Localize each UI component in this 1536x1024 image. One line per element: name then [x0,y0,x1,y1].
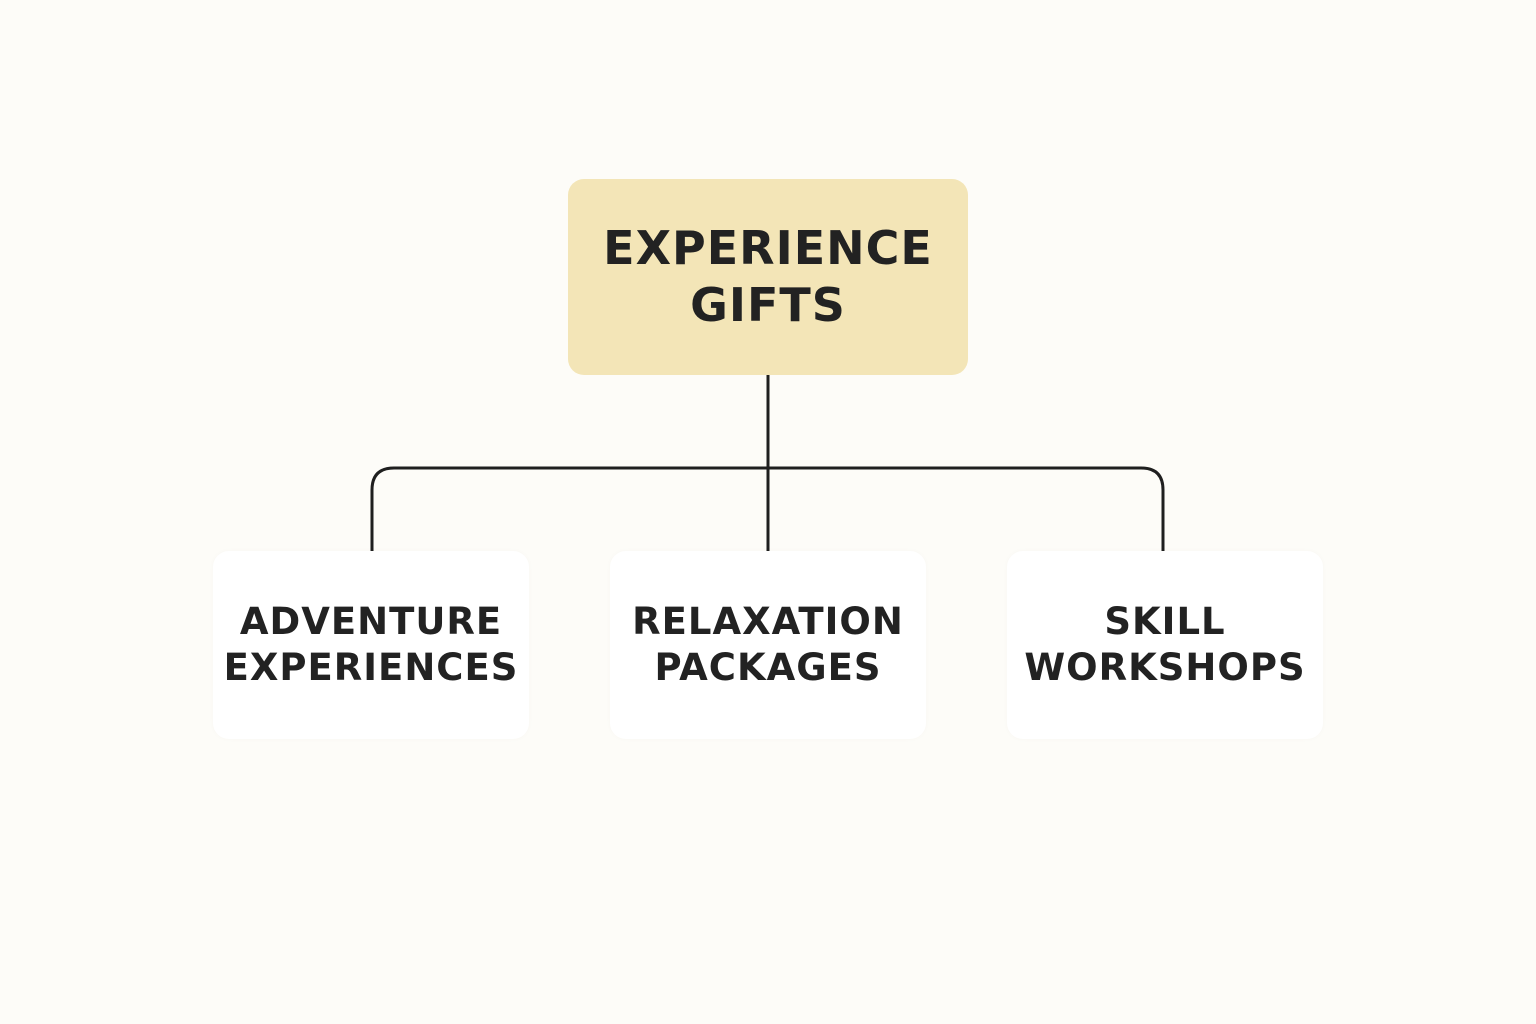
child-node-label: SKILL WORKSHOPS [1024,599,1305,691]
child-node-label: ADVENTURE EXPERIENCES [224,599,519,691]
child-node-skill: SKILL WORKSHOPS [1007,551,1323,739]
child-node-relaxation: RELAXATION PACKAGES [610,551,926,739]
child-node-label-line2: EXPERIENCES [223,646,519,689]
horizontal-branch-line [370,466,1165,553]
child-node-adventure: ADVENTURE EXPERIENCES [213,551,529,739]
root-node-label-line1: EXPERIENCE [603,221,933,275]
child-node-label-line1: ADVENTURE [239,600,503,643]
child-node-label-line2: PACKAGES [654,646,882,689]
child-node-label-line1: RELAXATION [632,600,904,643]
root-node: EXPERIENCE GIFTS [568,179,968,375]
child-node-label-line2: WORKSHOPS [1024,646,1306,689]
root-node-label: EXPERIENCE GIFTS [603,220,933,334]
child-node-label: RELAXATION PACKAGES [632,599,904,691]
root-node-label-line2: GIFTS [690,278,846,332]
child-node-label-line1: SKILL [1104,600,1226,643]
